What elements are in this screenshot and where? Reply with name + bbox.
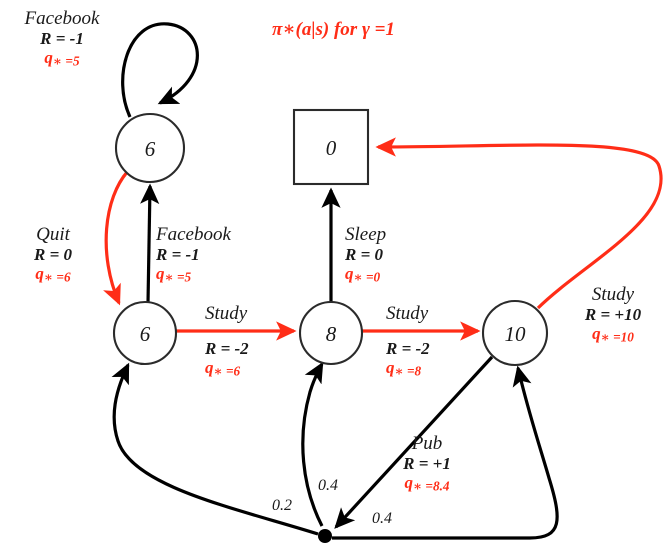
probability-pub-to-class2: 0.4 [318,477,338,494]
qstar-facebook-loop: q∗ =5 [44,48,80,69]
qstar-facebook-enter: q∗ =5 [156,264,192,285]
edge-facebook-self-loop [121,22,199,118]
reward-facebook-enter: R = -1 [156,245,200,265]
reward-facebook-loop: R = -1 [40,29,84,49]
edge-label-study-class1: Study [205,303,247,324]
probability-pub-to-class1: 0.2 [272,497,292,514]
state-node-class2[interactable] [298,300,364,366]
state-value-facebook: 6 [145,137,156,161]
state-value-class1: 6 [140,322,151,346]
action-name-study-class1: Study [205,303,248,324]
reward-quit: R = 0 [33,245,73,265]
reward-study-class3: R = +10 [584,305,642,325]
edge-label-sleep: Sleep R = 0 q∗ =0 [345,224,386,286]
edge-junction-to-class2 [301,361,324,527]
edge-junction-to-class1 [111,362,319,536]
probability-pub-to-class3: 0.4 [372,510,392,527]
qstar-study-class2: q∗ =8 [386,358,422,379]
reward-study-class2: R = -2 [386,339,430,358]
edge-label-facebook-loop: Facebook R = -1 q∗ =5 [6,8,118,70]
state-node-facebook[interactable] [114,112,186,184]
edge-junction-to-class3 [332,365,559,540]
action-name-pub: Pub [411,433,443,454]
state-value-terminal: 0 [326,136,337,160]
action-name-study-class3: Study [591,284,635,305]
qstar-study-class1: q∗ =6 [205,358,241,379]
action-name-sleep: Sleep [345,224,387,245]
edge-pub-to-junction [334,355,494,529]
action-name-facebook-loop: Facebook [24,8,100,29]
state-node-terminal[interactable] [292,108,370,186]
edge-facebook-enter [140,183,160,304]
state-value-class2: 8 [326,322,337,346]
edge-quit-optimal [103,169,130,306]
pub-transition-junction [318,529,332,543]
reward-study-class1: R = -2 [205,339,249,358]
qstar-quit: q∗ =6 [35,264,71,285]
reward-sleep: R = 0 [345,245,384,265]
action-name-quit: Quit [36,224,70,245]
edge-label-study-class2: Study [386,303,428,324]
edge-label-study-class3: Study R = +10 q∗ =10 [559,284,667,346]
reward-pub: R = +1 [403,454,451,474]
action-name-facebook-enter: Facebook [156,224,231,245]
action-name-study-class2: Study [386,303,429,324]
edge-study-class3-terminal [375,137,663,310]
edge-detail-study-class2: R = -2 q∗ =8 [386,339,430,379]
policy-title: π∗(a|s) for γ =1 [272,19,395,40]
edge-detail-study-class1: R = -2 q∗ =6 [205,339,249,379]
qstar-study-class3: q∗ =10 [592,324,634,345]
edge-label-pub: Pub R = +1 q∗ =8.4 [379,433,475,495]
edge-label-facebook-enter: Facebook R = -1 q∗ =5 [156,224,231,286]
qstar-sleep: q∗ =0 [345,264,381,285]
state-node-class1[interactable] [112,300,178,366]
edge-label-quit: Quit R = 0 q∗ =6 [6,224,100,286]
state-value-class3: 10 [505,322,527,346]
qstar-pub: q∗ =8.4 [404,473,450,494]
state-node-class3[interactable] [481,299,549,367]
